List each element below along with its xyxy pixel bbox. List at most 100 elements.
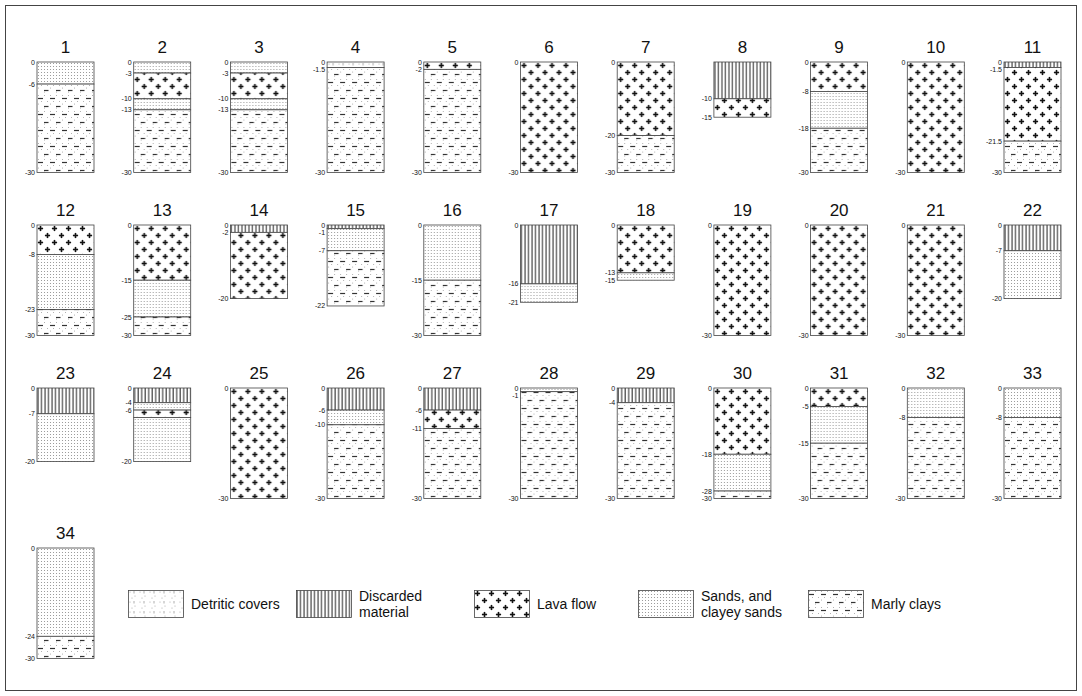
- layer: [327, 225, 384, 229]
- borehole-number: 30: [714, 364, 771, 384]
- depth-label: -30: [295, 168, 325, 177]
- depth-label: -30: [585, 168, 615, 177]
- depth-label: -2: [198, 228, 228, 237]
- legend-item: Lava flow: [474, 590, 624, 618]
- borehole-log: [1004, 225, 1061, 299]
- borehole-number: 9: [811, 38, 868, 58]
- depth-label: -13: [102, 105, 132, 114]
- borehole-number: 1: [37, 38, 94, 58]
- layer: [1004, 141, 1061, 172]
- legend-label: Lava flow: [537, 596, 627, 612]
- depth-label: -30: [779, 331, 809, 340]
- depth-label: -4: [102, 398, 132, 407]
- layer: [811, 443, 868, 498]
- legend-item: Marly clays: [808, 590, 968, 618]
- layer: [230, 62, 287, 73]
- depth-label: -10: [102, 94, 132, 103]
- layer: [811, 91, 868, 128]
- borehole-number: 25: [230, 364, 287, 384]
- layer: [1004, 225, 1061, 251]
- borehole-number: 5: [424, 38, 481, 58]
- borehole-number: 13: [134, 201, 191, 221]
- layer: [907, 388, 964, 417]
- depth-label: 0: [5, 58, 35, 67]
- borehole-number: 11: [1004, 38, 1061, 58]
- layer: [37, 62, 94, 84]
- depth-label: 0: [198, 384, 228, 393]
- depth-label: 0: [972, 221, 1002, 230]
- layer: [134, 110, 191, 173]
- depth-label: -30: [682, 331, 712, 340]
- layer: [811, 128, 868, 172]
- borehole-number: 4: [327, 38, 384, 58]
- depth-label: -18: [779, 124, 809, 133]
- borehole-log: [907, 225, 964, 335]
- layer: [37, 254, 94, 309]
- borehole-number: 3: [230, 38, 287, 58]
- depth-label: 0: [102, 384, 132, 393]
- layer: [327, 388, 384, 410]
- layer: [134, 410, 191, 417]
- borehole-number: 16: [424, 201, 481, 221]
- layer: [327, 62, 384, 68]
- borehole-column: 200-30: [779, 199, 868, 343]
- depth-label: -15: [585, 276, 615, 285]
- depth-label: 0: [585, 58, 615, 67]
- layer: [617, 273, 674, 280]
- depth-label: -8: [972, 413, 1002, 422]
- layer: [617, 136, 674, 173]
- borehole-log: [811, 225, 868, 335]
- depth-label: -2: [392, 65, 422, 74]
- borehole-column: 280-1-30: [489, 362, 578, 506]
- depth-label: -21: [489, 298, 519, 307]
- legend-item: Discarded material: [296, 590, 434, 618]
- depth-label: -8: [779, 87, 809, 96]
- depth-label: 0: [972, 384, 1002, 393]
- borehole-log: [617, 388, 674, 498]
- borehole-number: 8: [714, 38, 771, 58]
- depth-label: -10: [295, 420, 325, 429]
- depth-label: 0: [295, 221, 325, 230]
- depth-label: -8: [5, 250, 35, 259]
- borehole-column: 140-2-20: [198, 199, 287, 343]
- depth-label: 0: [198, 58, 228, 67]
- layer: [37, 388, 94, 414]
- legend-swatch: [474, 590, 530, 618]
- layer: [907, 417, 964, 498]
- depth-label: -6: [295, 406, 325, 415]
- layer: [1004, 62, 1061, 68]
- legend-item: Sands, and clayey sands: [638, 590, 794, 618]
- borehole-number: 18: [617, 201, 674, 221]
- layer: [134, 388, 191, 403]
- depth-label: -1: [295, 228, 325, 237]
- layer: [134, 99, 191, 110]
- legend-label: Marly clays: [871, 596, 971, 612]
- depth-label: -21.5: [972, 137, 1002, 146]
- borehole-log: [1004, 62, 1061, 172]
- layer: [521, 62, 578, 172]
- borehole-log: [327, 225, 384, 306]
- borehole-number: 34: [37, 524, 94, 544]
- borehole-column: 230-7-20: [5, 362, 94, 506]
- borehole-column: 180-13-15: [585, 199, 674, 343]
- borehole-log: [714, 62, 771, 117]
- layer: [424, 62, 481, 69]
- layer: [37, 225, 94, 254]
- borehole-log: [37, 62, 94, 172]
- depth-label: 0: [102, 58, 132, 67]
- borehole-number: 14: [230, 201, 287, 221]
- depth-label: 0: [392, 58, 422, 67]
- depth-label: -10: [198, 94, 228, 103]
- depth-label: -30: [779, 168, 809, 177]
- layer: [230, 232, 287, 298]
- layer: [327, 410, 384, 425]
- legend-swatch: [638, 590, 694, 618]
- borehole-column: 210-30: [875, 199, 964, 343]
- depth-label: 0: [392, 221, 422, 230]
- borehole-number: 31: [811, 364, 868, 384]
- layer: [1004, 68, 1061, 142]
- layer: [714, 388, 771, 454]
- depth-label: -6: [392, 406, 422, 415]
- depth-label: -30: [102, 168, 132, 177]
- borehole-log: [230, 62, 287, 172]
